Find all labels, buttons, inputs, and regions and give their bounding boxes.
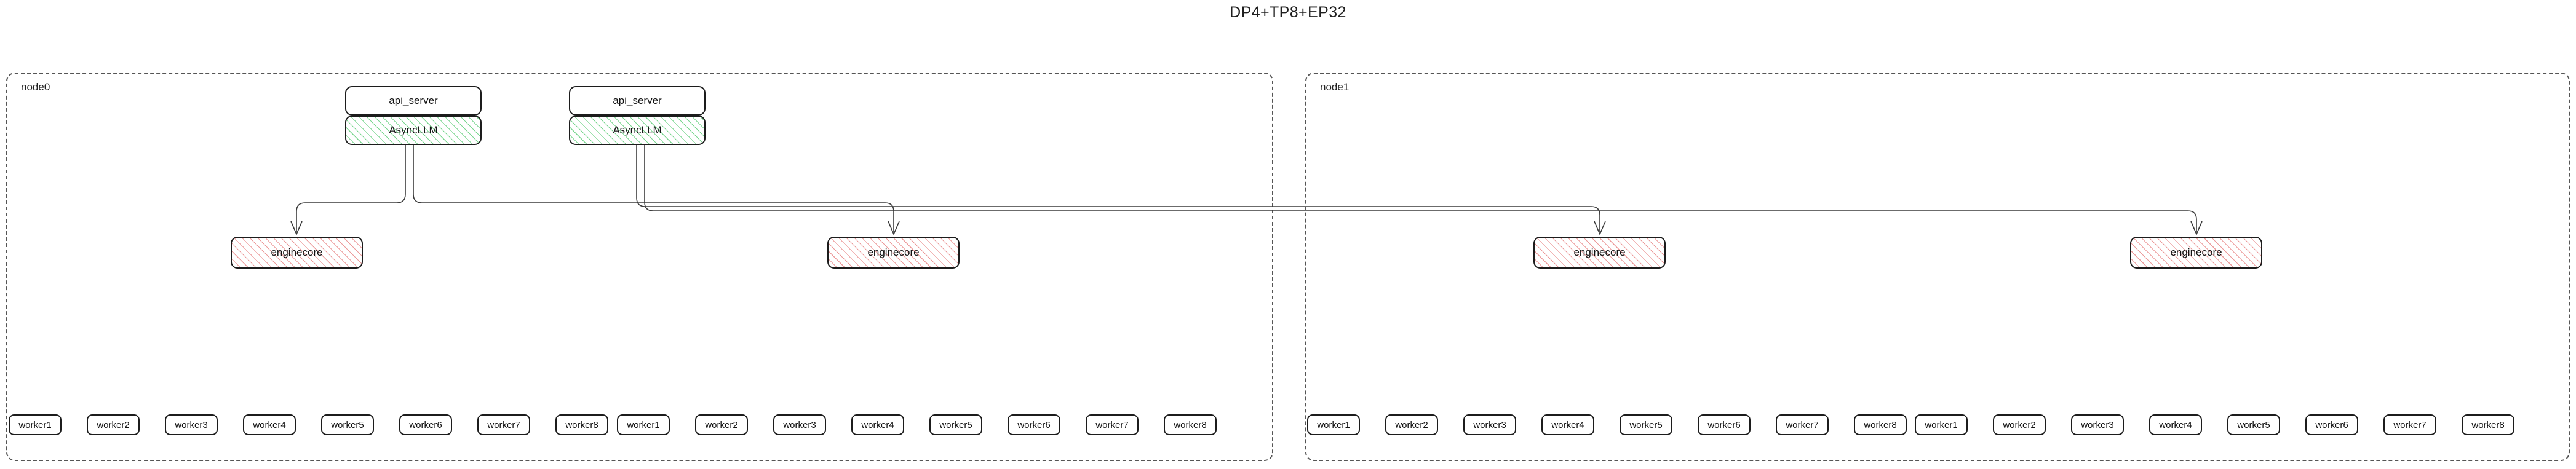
worker-box-3-0[interactable]: worker1 [1915, 414, 1968, 435]
worker-box-3-5[interactable]: worker6 [2305, 414, 2358, 435]
worker-box-2-5[interactable]: worker6 [1698, 414, 1751, 435]
worker-box-2-6[interactable]: worker7 [1776, 414, 1829, 435]
worker-box-2-2[interactable]: worker3 [1463, 414, 1516, 435]
worker-box-0-5[interactable]: worker6 [399, 414, 452, 435]
worker-box-3-1[interactable]: worker2 [1993, 414, 2046, 435]
worker-box-3-3[interactable]: worker4 [2149, 414, 2202, 435]
worker-box-0-1[interactable]: worker2 [87, 414, 140, 435]
cluster-node0: node0 [6, 73, 1273, 461]
worker-box-0-7[interactable]: worker8 [555, 414, 608, 435]
worker-box-1-2[interactable]: worker3 [773, 414, 826, 435]
page-title: DP4+TP8+EP32 [1230, 4, 1346, 21]
worker-box-2-4[interactable]: worker5 [1620, 414, 1672, 435]
worker-box-1-1[interactable]: worker2 [695, 414, 748, 435]
worker-box-1-4[interactable]: worker5 [929, 414, 982, 435]
worker-box-3-7[interactable]: worker8 [2462, 414, 2514, 435]
enginecore-box-1[interactable]: enginecore [827, 237, 960, 269]
cluster-label-node0: node0 [21, 81, 50, 93]
worker-box-3-6[interactable]: worker7 [2383, 414, 2436, 435]
worker-box-1-0[interactable]: worker1 [617, 414, 670, 435]
asyncllm-box-1[interactable]: AsyncLLM [569, 116, 706, 145]
api-server-box-0[interactable]: api_server [345, 86, 482, 116]
worker-box-0-6[interactable]: worker7 [477, 414, 530, 435]
worker-box-1-7[interactable]: worker8 [1164, 414, 1217, 435]
cluster-node1: node1 [1305, 73, 2570, 461]
worker-box-2-1[interactable]: worker2 [1385, 414, 1438, 435]
enginecore-box-0[interactable]: enginecore [231, 237, 363, 269]
api-server-box-1[interactable]: api_server [569, 86, 706, 116]
enginecore-box-2[interactable]: enginecore [1533, 237, 1666, 269]
worker-box-1-3[interactable]: worker4 [851, 414, 904, 435]
enginecore-box-3[interactable]: enginecore [2130, 237, 2262, 269]
worker-box-0-2[interactable]: worker3 [165, 414, 218, 435]
worker-box-0-3[interactable]: worker4 [243, 414, 296, 435]
asyncllm-box-0[interactable]: AsyncLLM [345, 116, 482, 145]
worker-box-2-0[interactable]: worker1 [1307, 414, 1360, 435]
worker-box-2-7[interactable]: worker8 [1854, 414, 1907, 435]
worker-box-1-6[interactable]: worker7 [1086, 414, 1139, 435]
worker-box-1-5[interactable]: worker6 [1008, 414, 1060, 435]
cluster-label-node1: node1 [1320, 81, 1350, 93]
worker-box-3-2[interactable]: worker3 [2071, 414, 2124, 435]
worker-box-0-0[interactable]: worker1 [9, 414, 62, 435]
worker-box-0-4[interactable]: worker5 [321, 414, 374, 435]
worker-box-2-3[interactable]: worker4 [1541, 414, 1594, 435]
worker-box-3-4[interactable]: worker5 [2227, 414, 2280, 435]
